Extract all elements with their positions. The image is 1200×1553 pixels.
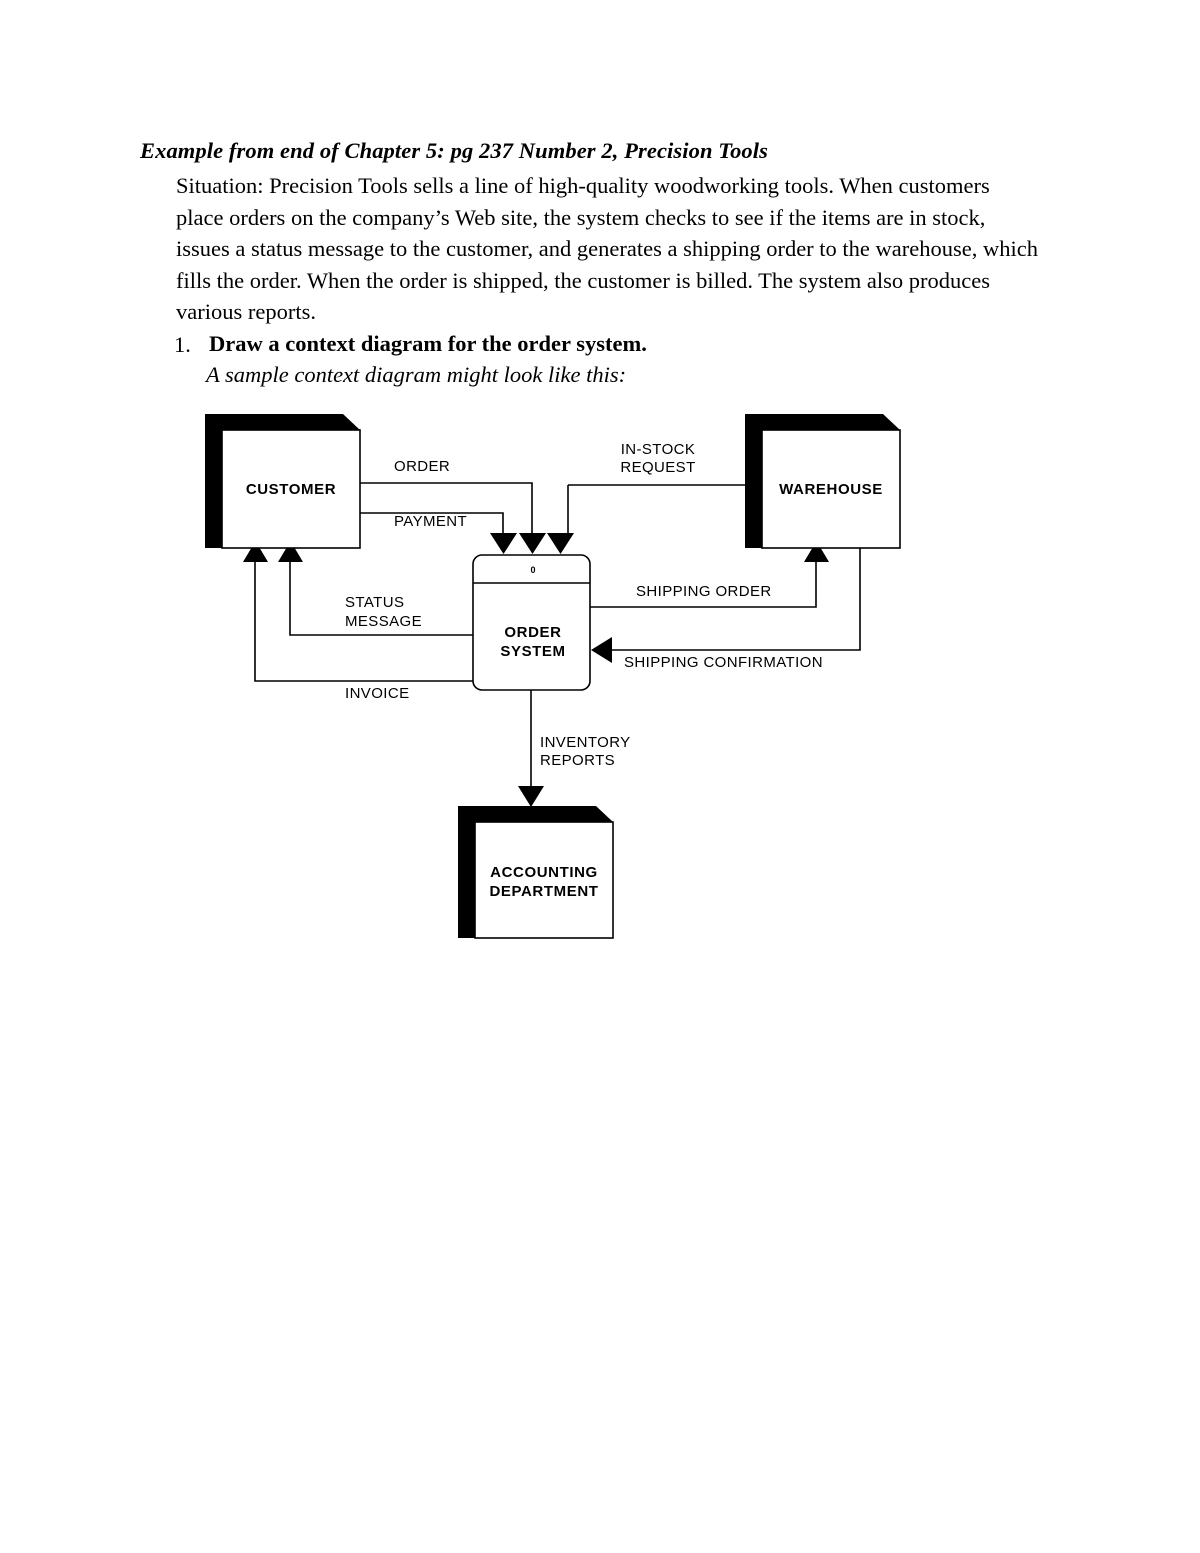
flow-line-payment	[360, 512, 504, 533]
accounting-shadow	[458, 806, 613, 938]
arrowhead-order	[519, 533, 546, 554]
entity-customer[interactable]: CUSTOMER	[205, 414, 361, 549]
situation-paragraph: Situation: Precision Tools sells a line …	[176, 173, 1038, 324]
flow-label-invoice: INVOICE	[345, 685, 409, 702]
arrowhead-inventory-reports	[518, 786, 544, 807]
accounting-label-line1: ACCOUNTING	[490, 864, 598, 881]
customer-shadow	[205, 414, 360, 548]
entity-accounting-department[interactable]: ACCOUNTING DEPARTMENT	[458, 806, 614, 939]
flow-line-order	[360, 482, 533, 533]
arrowhead-shipping-order	[804, 541, 829, 562]
warehouse-label: WAREHOUSE	[779, 481, 883, 498]
flow-label-shipping-order: SHIPPING ORDER	[636, 583, 772, 600]
flow-line-status-message	[289, 560, 473, 636]
order-system-id: 0	[530, 565, 535, 575]
order-system-box	[472, 554, 591, 691]
flow-label-order: ORDER	[394, 458, 450, 475]
flow-line-in-stock-request	[567, 484, 745, 533]
order-system-label-line2: SYSTEM	[500, 643, 565, 660]
arrowhead-invoice	[243, 541, 268, 562]
arrowhead-status-message	[278, 541, 303, 562]
flow-label-in-stock-request-line1: IN-STOCK	[621, 441, 696, 458]
process-order-system[interactable]: 0 ORDER SYSTEM	[472, 554, 591, 691]
flow-label-inventory-reports-line1: INVENTORY	[540, 734, 631, 751]
flow-labels: ORDER PAYMENT IN-STOCK REQUEST STATUS ME…	[345, 441, 823, 769]
question-title: Draw a context diagram for the order sys…	[209, 331, 647, 356]
flow-label-inventory-reports-line2: REPORTS	[540, 752, 615, 769]
flow-label-status-message-line1: STATUS	[345, 594, 404, 611]
flow-label-status-message-line2: MESSAGE	[345, 613, 422, 630]
flow-line-shipping-order	[590, 560, 817, 608]
warehouse-box	[761, 429, 901, 549]
arrowhead-payment	[490, 533, 517, 554]
entity-warehouse[interactable]: WAREHOUSE	[745, 414, 901, 549]
flow-label-in-stock-request-line2: REQUEST	[620, 459, 695, 476]
document-heading: Example from end of Chapter 5: pg 237 Nu…	[140, 138, 768, 163]
arrowhead-shipping-confirmation	[591, 637, 612, 663]
arrowhead-in-stock-request-process	[547, 533, 574, 554]
question-subtitle: A sample context diagram might look like…	[206, 362, 627, 387]
customer-label: CUSTOMER	[246, 481, 336, 498]
flow-line-shipping-confirmation	[612, 548, 861, 651]
warehouse-shadow	[745, 414, 900, 548]
order-system-label-line1: ORDER	[504, 624, 561, 641]
accounting-box	[474, 821, 614, 939]
flow-lines	[254, 482, 861, 805]
flow-label-payment: PAYMENT	[394, 513, 467, 530]
flow-line-invoice	[254, 560, 473, 682]
customer-box	[221, 429, 361, 549]
question-number: 1.	[174, 332, 191, 357]
accounting-label-line2: DEPARTMENT	[489, 883, 598, 900]
flow-label-shipping-confirmation: SHIPPING CONFIRMATION	[624, 654, 823, 671]
